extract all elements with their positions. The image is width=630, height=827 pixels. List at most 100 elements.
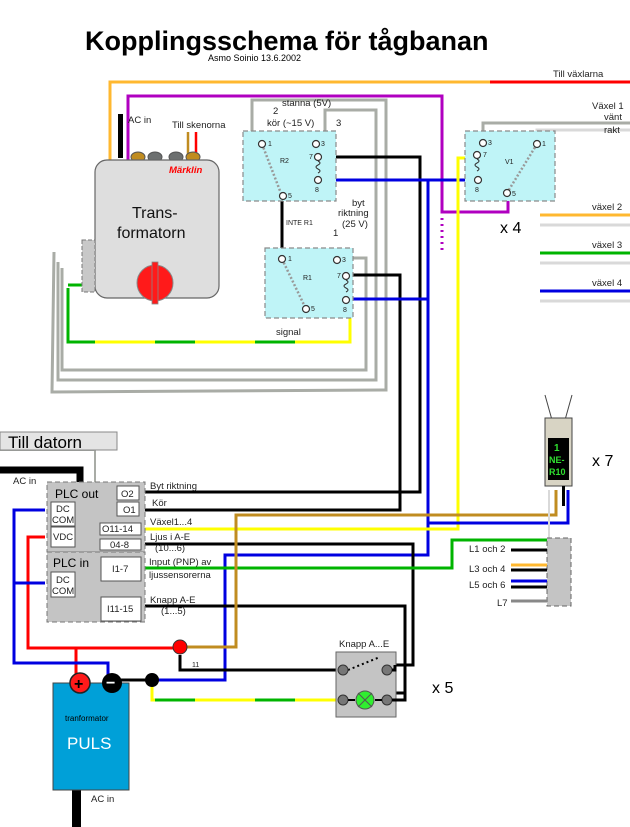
plc-in-title: PLC in [53,556,89,570]
wire-blue-sensor [428,490,570,525]
plc-out-o2[interactable]: O2 [121,489,134,500]
plc-label-input-2: ljussensorerna [149,570,211,581]
label-ac-in-top: AC in [128,115,151,126]
sensor-text-1: 1 [554,443,560,454]
r1-signal-label: signal [276,327,301,338]
puls-ac-in: AC in [91,794,114,805]
plc-out-title: PLC out [55,487,99,501]
r2-kor-label: kör (~15 V) [267,118,314,129]
sensor-text-3: R10 [549,467,566,477]
sensor-output-1: L1 och 2 [469,544,505,555]
transformer-side-connector [81,239,96,293]
wire-green-input [117,538,547,570]
sensor-output-4: L7 [497,598,508,609]
plc-label-byt-riktning: Byt riktning [150,481,197,492]
plc-label-ljus-2: (10...6) [155,543,185,554]
r1-t3: 3 [342,257,346,264]
wire-black-knapp [117,604,407,695]
plc-out-o1[interactable]: O1 [123,505,136,516]
plc-out-vdc: VDC [53,532,73,543]
plc-in-i11-15[interactable]: I11-15 [107,604,133,615]
push-button-unit[interactable] [335,651,397,718]
plc-out-o11-14[interactable]: O11-14 [102,524,133,535]
plc-in-com: COM [52,586,74,597]
label-till-skenorna: Till skenorna [172,120,226,131]
transformer-label-1: Trans- [132,205,178,222]
r2-name: R2 [280,158,289,165]
wire-black-r2-7 [117,155,422,494]
label-till-vaxlarna: Till växlarna [553,69,604,80]
puls-plus-terminal[interactable] [69,672,91,694]
plc-label-input-1: Input (PNP) av [149,557,212,568]
plc-out-o4-8[interactable]: 04-8 [110,540,129,551]
button-multiplier: x 5 [432,680,453,697]
plc-in-i1-7[interactable]: I1-7 [112,564,128,575]
junction-black [145,673,159,687]
relay-r1 [264,247,354,319]
sensor-connector [546,537,572,607]
r2-wire-3: 3 [336,118,341,129]
plc-label-knapp-1: Knapp A-E [150,595,195,606]
v1-vant-label: vänt [604,112,622,123]
wire-yellow-green-bottom [150,684,343,702]
wire-black-r1-7 [117,273,402,512]
transformer-brand: Märklin [169,165,202,176]
junction-red [172,639,188,655]
label-vaxel3: växel 3 [592,240,622,251]
puls-minus-terminal[interactable] [102,673,122,693]
wire-red-vdc [26,535,180,650]
v1-multiplier: x 4 [500,220,521,237]
r1-t5: 5 [311,306,315,313]
wire-gray-2 [56,108,378,382]
r2-t1: 1 [268,141,272,148]
v1-t7: 7 [483,152,487,159]
v1-name: V1 [505,159,514,166]
wire-blue-down [155,180,430,682]
wire-label-11: 11 [192,662,199,669]
transformer-label-2: formatorn [117,225,185,242]
r2-t5: 5 [288,193,292,200]
sensor-output-2: L3 och 4 [469,564,505,575]
r2-t8: 8 [315,187,319,194]
wire-brown [186,490,558,649]
r1-byt-1: byt [352,198,365,209]
sensor-output-3: L5 och 6 [469,580,505,591]
v1-t8: 8 [475,187,479,194]
r2-stanna-label: stanna (5V) [282,98,331,109]
relay-r2 [242,130,337,202]
v1-t3: 3 [488,140,492,147]
puls-plus-icon: + [74,676,83,693]
r1-inte-label: INTE R1 [286,220,313,227]
puls-minus-icon: − [106,675,115,692]
marklin-transformer [81,114,220,305]
r1-byt-3: (25 V) [342,219,368,230]
wire-gray-1 [50,98,388,394]
plc-unit [46,481,146,623]
computer-header [0,431,118,451]
puls-ac-cable [72,790,81,827]
diagram-subtitle: Asmo Soinio 13.6.2002 [208,53,301,63]
plc-label-vaxel: Växel1...4 [150,517,192,528]
plc-label-knapp-2: (1...5) [161,606,186,617]
r2-wire-2: 2 [273,106,278,117]
puls-small-label: tranformator [65,714,109,723]
r1-name: R1 [303,275,312,282]
plc-label-ljus-1: Ljus i A-E [150,532,190,543]
v1-t5: 5 [512,191,516,198]
label-vaxel4: växel 4 [592,278,622,289]
button-label: Knapp A...E [339,639,389,650]
r1-byt-2: riktning [338,208,369,219]
wire-signal-yellow-green [66,288,352,344]
computer-title: Till datorn [8,433,82,452]
r1-t8: 8 [343,307,347,314]
v1-rakt-label: rakt [604,125,620,136]
v1-vaxel1-label: Växel 1 [592,101,624,112]
r1-t1: 1 [288,256,292,263]
r2-t3: 3 [321,141,325,148]
plc-out-dc: DC [56,504,70,515]
wire-black-11 [178,655,343,672]
puls-body [52,682,130,791]
v1-t1: 1 [542,141,546,148]
wire-blue-dccom-out [12,508,110,680]
puls-big-label: PULS [67,734,111,753]
